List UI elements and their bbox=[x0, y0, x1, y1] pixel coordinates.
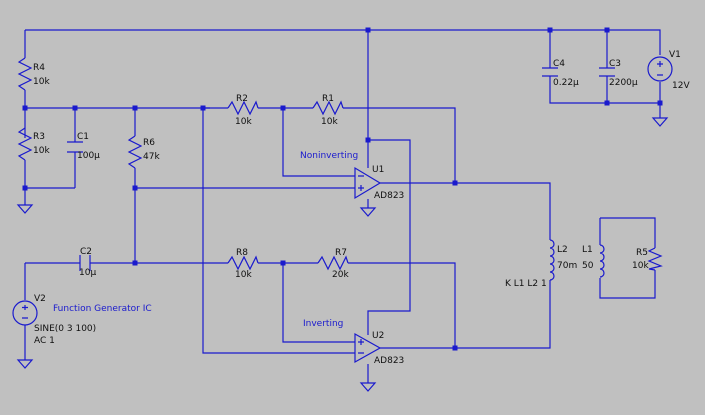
opamp-u2[interactable]: U2 AD823 bbox=[354, 331, 404, 366]
resistor-r3[interactable]: R3 10k bbox=[17, 127, 50, 161]
resistor-r1[interactable]: R1 10k bbox=[312, 94, 344, 127]
svg-text:C2: C2 bbox=[80, 247, 92, 257]
voltage-source-v1[interactable]: V1 12V bbox=[647, 50, 690, 91]
capacitor-c2[interactable]: C2 10µ bbox=[79, 247, 96, 278]
note-noninverting: Noninverting bbox=[300, 151, 358, 161]
svg-text:R2: R2 bbox=[236, 94, 248, 104]
svg-text:0.22µ: 0.22µ bbox=[553, 78, 579, 88]
svg-text:AD823: AD823 bbox=[374, 356, 404, 366]
svg-text:C1: C1 bbox=[77, 132, 89, 142]
svg-text:C3: C3 bbox=[609, 59, 621, 69]
capacitor-c3[interactable]: C3 2200µ bbox=[599, 59, 638, 88]
svg-text:12V: 12V bbox=[672, 81, 690, 91]
svg-text:AC 1: AC 1 bbox=[34, 336, 55, 346]
svg-text:R4: R4 bbox=[33, 63, 45, 73]
note-function-generator: Function Generator IC bbox=[53, 304, 152, 314]
spice-directive-coupling: K L1 L2 1 bbox=[505, 279, 547, 289]
svg-text:V1: V1 bbox=[669, 50, 681, 60]
svg-text:U2: U2 bbox=[372, 331, 384, 341]
wire-top-rail bbox=[25, 29, 661, 55]
capacitor-c4[interactable]: C4 0.22µ bbox=[542, 59, 579, 88]
wires bbox=[24, 29, 661, 383]
svg-text:R1: R1 bbox=[322, 94, 334, 104]
resistor-r5[interactable]: R5 10k bbox=[632, 247, 663, 271]
svg-text:L2: L2 bbox=[557, 245, 568, 255]
svg-text:10k: 10k bbox=[632, 261, 649, 271]
svg-text:10k: 10k bbox=[321, 117, 338, 127]
svg-text:20k: 20k bbox=[332, 270, 349, 280]
junctions bbox=[22, 27, 663, 351]
svg-text:47k: 47k bbox=[143, 152, 160, 162]
svg-text:50: 50 bbox=[582, 261, 594, 271]
svg-text:R3: R3 bbox=[33, 132, 45, 142]
svg-text:10k: 10k bbox=[235, 117, 252, 127]
svg-text:10k: 10k bbox=[33, 146, 50, 156]
resistor-r2[interactable]: R2 10k bbox=[227, 94, 259, 127]
svg-text:R8: R8 bbox=[236, 248, 248, 258]
svg-text:AD823: AD823 bbox=[374, 191, 404, 201]
svg-text:L1: L1 bbox=[582, 245, 593, 255]
svg-text:70m: 70m bbox=[557, 261, 577, 271]
resistor-r7[interactable]: R7 20k bbox=[317, 248, 349, 280]
svg-text:10k: 10k bbox=[33, 77, 50, 87]
svg-text:R6: R6 bbox=[143, 138, 155, 148]
inductor-l2[interactable]: L2 70m bbox=[549, 239, 577, 281]
svg-text:2200µ: 2200µ bbox=[609, 78, 638, 88]
opamp-u1[interactable]: U1 AD823 bbox=[354, 165, 404, 201]
svg-text:10µ: 10µ bbox=[79, 268, 96, 278]
svg-text:V2: V2 bbox=[34, 294, 46, 304]
svg-text:R7: R7 bbox=[335, 248, 347, 258]
svg-text:U1: U1 bbox=[372, 165, 384, 175]
resistor-r8[interactable]: R8 10k bbox=[227, 248, 259, 280]
inductor-l1[interactable]: L1 50 bbox=[582, 244, 605, 278]
svg-text:R5: R5 bbox=[636, 248, 648, 258]
svg-text:SINE(0 3 100): SINE(0 3 100) bbox=[34, 324, 96, 334]
svg-text:100µ: 100µ bbox=[77, 151, 100, 161]
svg-text:10k: 10k bbox=[235, 270, 252, 280]
resistor-r6[interactable]: R6 47k bbox=[127, 135, 160, 169]
voltage-source-v2[interactable]: V2 SINE(0 3 100) AC 1 bbox=[12, 294, 96, 346]
note-inverting: Inverting bbox=[303, 319, 343, 329]
capacitor-c1[interactable]: C1 100µ bbox=[67, 132, 100, 161]
resistor-r4[interactable]: R4 10k bbox=[17, 57, 50, 91]
ground-symbol bbox=[16, 117, 669, 392]
svg-text:C4: C4 bbox=[553, 59, 565, 69]
